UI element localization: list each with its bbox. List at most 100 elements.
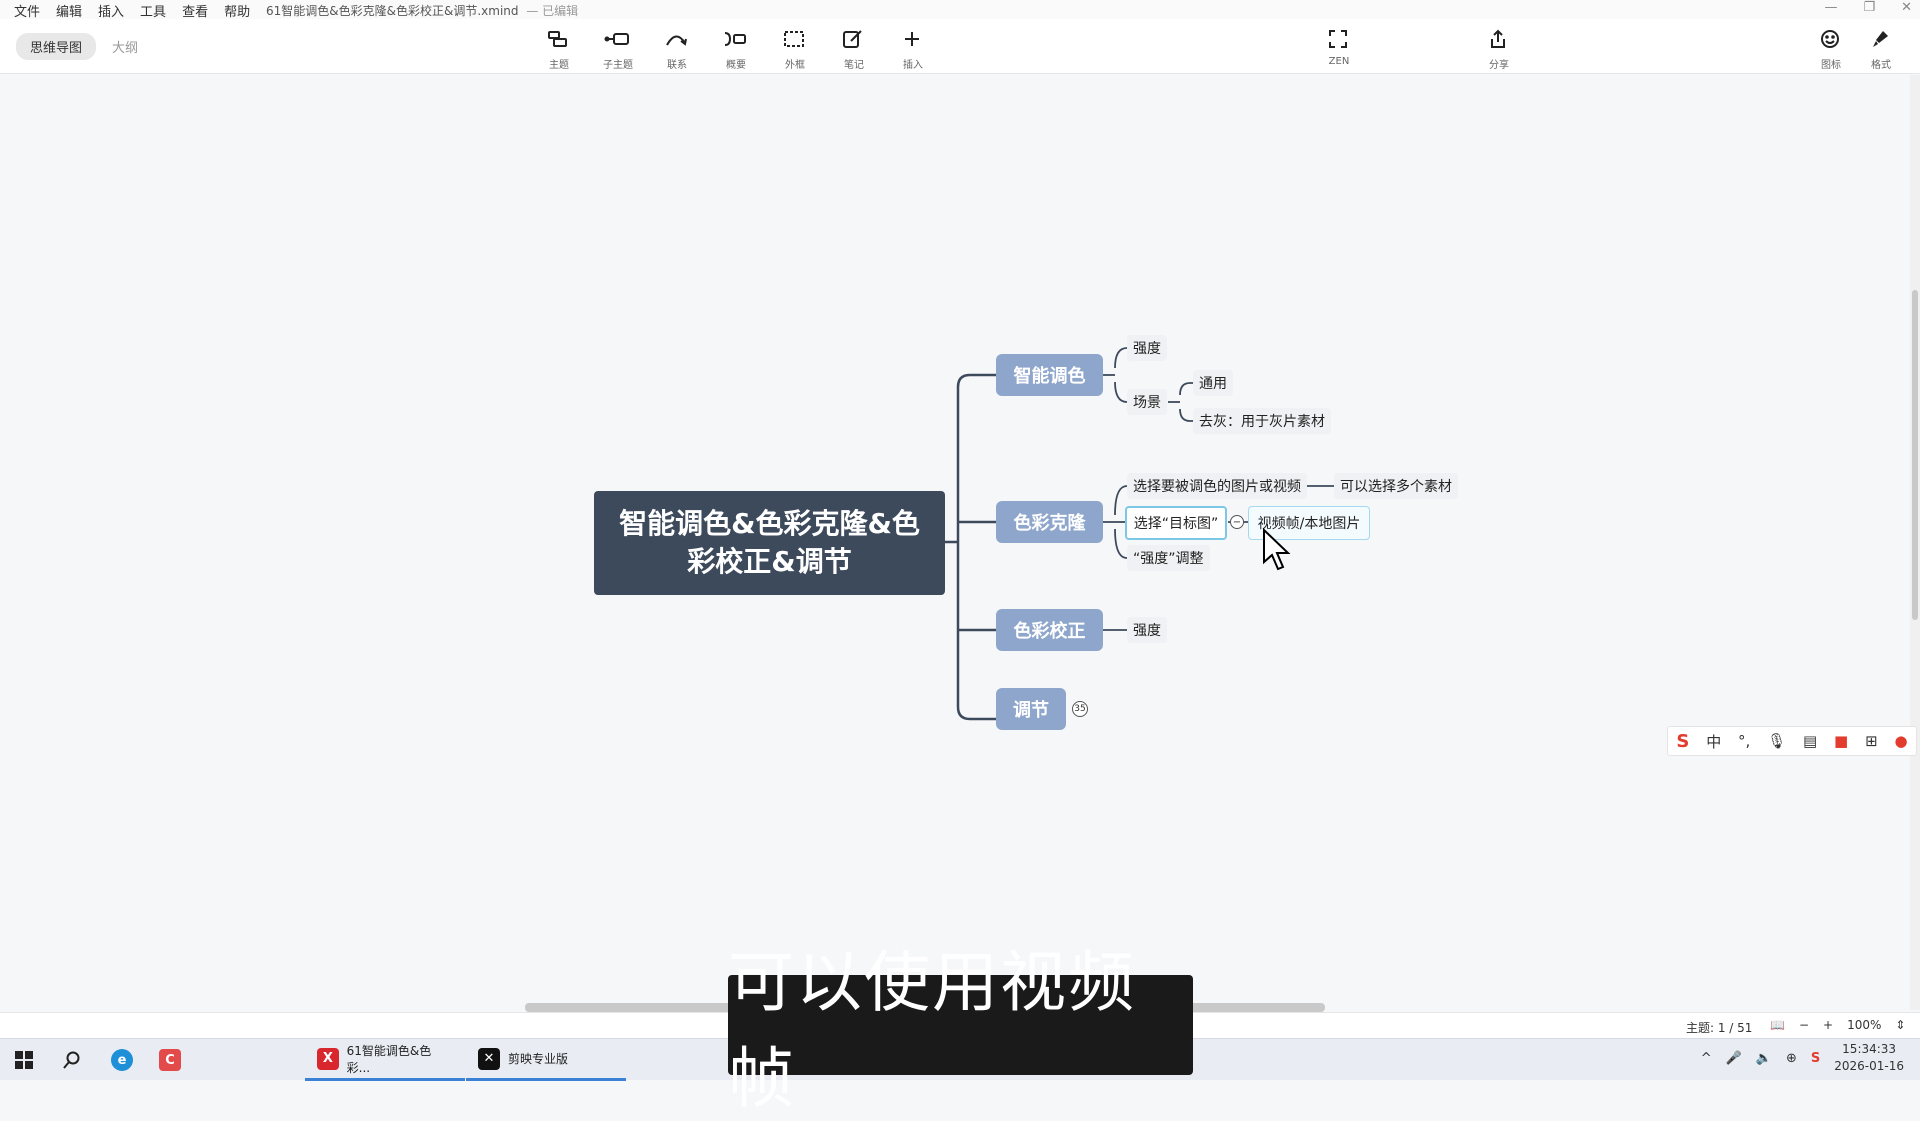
zoom-out-button[interactable]: −	[1798, 1018, 1810, 1032]
subtopic-label: 场景	[1133, 395, 1161, 411]
speaker-icon[interactable]: 🔈	[1755, 1050, 1772, 1066]
grid-icon[interactable]: ⊞	[1865, 732, 1878, 750]
subtopic-scene[interactable]: 场景	[1127, 389, 1167, 415]
skin-icon[interactable]: ●	[1894, 732, 1908, 750]
gift-icon[interactable]: ■	[1834, 732, 1849, 750]
video-subtitle: 可以使用视频帧	[728, 944, 1193, 1117]
subtopic-label: 选择“目标图”	[1133, 516, 1219, 532]
restore-button[interactable]: ❐	[1863, 0, 1876, 15]
branch-color-clone[interactable]: 色彩克隆	[996, 501, 1103, 543]
collapsed-count: 35	[1074, 704, 1086, 714]
taskbar-app-label: 剪映专业版	[508, 1052, 569, 1066]
search-button[interactable]	[58, 1039, 86, 1081]
zoom-controls: 📖 − + 100% ⇕	[1770, 1018, 1905, 1032]
subtopic-button[interactable]: 子主题	[597, 24, 639, 71]
icon-panel-button[interactable]: 图标	[1810, 24, 1852, 71]
menu-insert[interactable]: 插入	[98, 5, 125, 20]
taskbar-app-red[interactable]: C	[154, 1039, 186, 1081]
collapse-toggle[interactable]: −	[1230, 515, 1244, 529]
subtopic-general[interactable]: 通用	[1193, 370, 1233, 396]
fullscreen-icon	[1318, 24, 1358, 54]
punctuation-icon[interactable]: °,	[1738, 732, 1751, 750]
branch-label: 色彩校正	[1013, 621, 1086, 642]
subtopic-label: 强度	[1133, 341, 1161, 357]
ime-language-toggle[interactable]: 中	[1706, 732, 1722, 751]
subtopic-label: 强度	[1133, 623, 1161, 639]
menu-tools[interactable]: 工具	[140, 5, 167, 20]
close-button[interactable]: ✕	[1901, 0, 1912, 15]
zen-button[interactable]: ZEN	[1318, 24, 1360, 67]
subtopic-icon	[597, 24, 637, 54]
xmind-icon: X	[317, 1047, 339, 1070]
tab-mindmap[interactable]: 思维导图	[16, 33, 97, 60]
subtopic-intensity-2[interactable]: 强度	[1127, 617, 1167, 643]
subtopic-multi-select[interactable]: 可以选择多个素材	[1334, 473, 1458, 499]
subtopic-select-source[interactable]: 选择要被调色的图片或视频	[1127, 473, 1307, 499]
icon-panel-label: 图标	[1821, 60, 1841, 71]
start-button[interactable]	[10, 1039, 38, 1081]
ime-toolbar: S 中 °, 🎙 ▤ ■ ⊞ ●	[1667, 726, 1917, 756]
subtopic-intensity-adjust[interactable]: “强度”调整	[1127, 545, 1210, 571]
system-tray: ^ 🎤 🔈 ⊕ S 15:34:33 2026-01-16	[1701, 1041, 1904, 1075]
minimize-button[interactable]: —	[1824, 0, 1838, 15]
subtopic-label: 子主题	[603, 60, 633, 71]
tab-outline[interactable]: 大纲	[112, 41, 139, 56]
plus-icon	[892, 24, 932, 54]
boundary-button[interactable]: 外框	[774, 24, 816, 71]
zen-label: ZEN	[1328, 56, 1350, 67]
keyboard-icon[interactable]: ▤	[1803, 732, 1818, 750]
insert-label: 插入	[903, 60, 923, 71]
insert-button[interactable]: 插入	[892, 24, 934, 71]
edge-browser-button[interactable]: e	[106, 1039, 138, 1081]
toolbar: 思维导图 大纲 主题 子主题 联系 概要 外框 笔记	[0, 19, 1920, 74]
relationship-button[interactable]: 联系	[656, 24, 698, 71]
document-status: — 已编辑	[526, 4, 579, 18]
share-icon	[1478, 24, 1518, 54]
menu-help[interactable]: 帮助	[224, 5, 251, 20]
vertical-scroll-thumb[interactable]	[1912, 290, 1918, 620]
zoom-in-button[interactable]: +	[1823, 1018, 1834, 1032]
subtopic-select-target[interactable]: 选择“目标图”	[1125, 506, 1227, 540]
ime-logo[interactable]: S	[1676, 730, 1690, 752]
vertical-scrollbar[interactable]	[1910, 75, 1920, 1010]
clock[interactable]: 15:34:33 2026-01-16	[1834, 1041, 1904, 1075]
note-button[interactable]: 笔记	[833, 24, 875, 71]
zoom-level[interactable]: 100%	[1847, 1018, 1882, 1032]
network-icon[interactable]: ⊕	[1785, 1050, 1797, 1066]
clock-date: 2026-01-16	[1834, 1059, 1904, 1073]
share-button[interactable]: 分享	[1478, 24, 1520, 71]
document-title: 61智能调色&色彩克隆&色彩校正&调节.xmind — 已编辑	[266, 2, 578, 19]
subtopic-degray[interactable]: 去灰：用于灰片素材	[1193, 408, 1331, 434]
summary-icon	[715, 24, 755, 54]
sogou-tray-icon[interactable]: S	[1810, 1050, 1821, 1066]
microphone-icon[interactable]: 🎤	[1725, 1050, 1742, 1066]
microphone-icon[interactable]: 🎙	[1767, 732, 1787, 750]
branch-color-correction[interactable]: 色彩校正	[996, 609, 1103, 651]
chevron-up-icon[interactable]: ^	[1700, 1050, 1712, 1066]
subtopic-label: 视频帧/本地图片	[1257, 516, 1361, 532]
branch-adjust[interactable]: 调节	[996, 688, 1066, 730]
menu-file[interactable]: 文件	[14, 5, 41, 20]
root-topic[interactable]: 智能调色&色彩克隆&色彩校正&调节	[594, 491, 945, 595]
branch-smart-color[interactable]: 智能调色	[996, 354, 1103, 396]
app-icon: C	[159, 1049, 181, 1071]
branch-label: 智能调色	[1013, 366, 1086, 387]
collapsed-count-badge[interactable]: 35	[1072, 701, 1088, 717]
format-panel-button[interactable]: 格式	[1860, 24, 1902, 71]
map-icon[interactable]: 📖	[1770, 1018, 1785, 1032]
subtopic-label: “强度”调整	[1133, 551, 1204, 567]
taskbar-jianying[interactable]: ✕ 剪映专业版	[466, 1039, 626, 1081]
summary-button[interactable]: 概要	[715, 24, 757, 71]
topic-icon	[538, 24, 578, 54]
format-panel-label: 格式	[1871, 60, 1891, 71]
root-topic-label: 智能调色&色彩克隆&色彩校正&调节	[619, 507, 920, 578]
summary-label: 概要	[726, 60, 746, 71]
mindmap-canvas[interactable]: 智能调色&色彩克隆&色彩校正&调节 智能调色 色彩克隆 色彩校正 调节 35 强…	[0, 75, 1910, 1010]
subtopic-intensity-1[interactable]: 强度	[1127, 335, 1167, 361]
menu-edit[interactable]: 编辑	[56, 5, 83, 20]
share-label: 分享	[1489, 60, 1509, 71]
taskbar-xmind[interactable]: X 61智能调色&色彩...	[305, 1039, 465, 1081]
topic-button[interactable]: 主题	[538, 24, 580, 71]
zoom-stepper-icon[interactable]: ⇕	[1895, 1018, 1906, 1032]
menu-view[interactable]: 查看	[182, 5, 209, 20]
